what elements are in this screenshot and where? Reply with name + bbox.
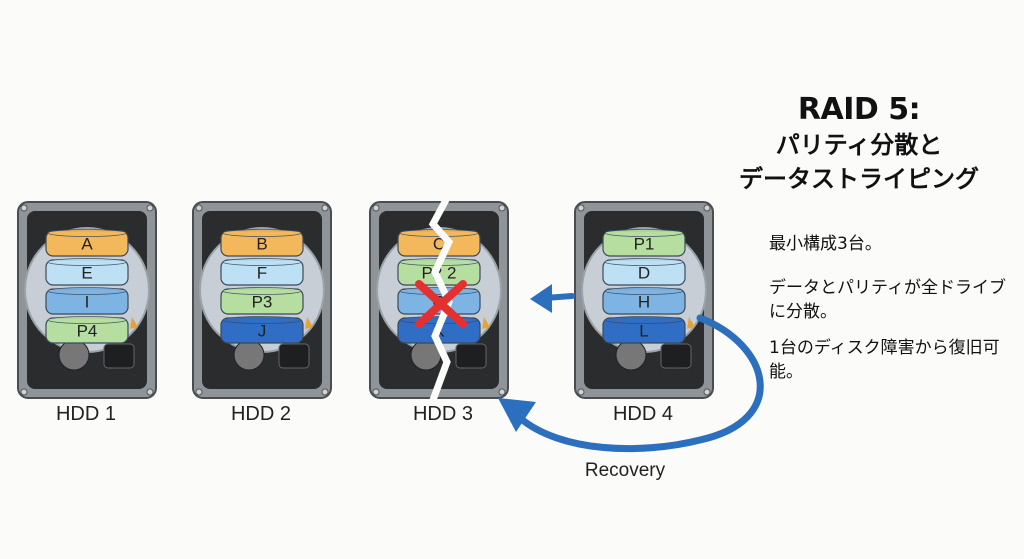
block-label: D <box>638 264 650 283</box>
head-indicator <box>305 317 313 329</box>
title-line-3: データストライピング <box>739 165 979 193</box>
block: J <box>220 316 304 344</box>
note-distribution: データとパリティが全ドライブに分散。 <box>769 278 1006 322</box>
spindle <box>233 339 265 371</box>
hdd-2: BF P3J <box>192 201 332 399</box>
block-top <box>47 316 127 324</box>
hdd-1-label: HDD 1 <box>55 403 116 425</box>
hdd-3-label: HDD 3 <box>412 403 473 425</box>
block-label: E <box>81 264 92 283</box>
hdd-4-label: HDD 4 <box>612 403 673 425</box>
block: E <box>45 258 129 286</box>
screw <box>321 388 329 396</box>
block-label: I <box>85 293 90 312</box>
head-indicator <box>482 317 490 329</box>
block-top <box>47 287 127 295</box>
block: F <box>220 258 304 286</box>
screw <box>577 204 585 212</box>
screw <box>372 388 380 396</box>
block-label: P4 <box>77 322 98 341</box>
failure-x-stroke <box>415 280 467 328</box>
notes: 最小構成3台。 データとパリティが全ドライブに分散。 1台のディスク障害から復旧… <box>769 232 1019 404</box>
title-main: RAID 5: <box>797 92 921 127</box>
screw <box>146 388 154 396</box>
block-label: P1 <box>634 235 655 254</box>
block-top <box>604 258 684 266</box>
title-block: RAID 5: パリティ分散と データストライピング <box>700 92 1018 196</box>
hdd-2-label: HDD 2 <box>230 403 291 425</box>
recovery-arrowhead <box>498 398 536 432</box>
screw <box>703 204 711 212</box>
actuator <box>103 343 135 369</box>
screw <box>146 204 154 212</box>
spindle <box>615 339 647 371</box>
screw <box>321 204 329 212</box>
block-label: P3 <box>252 293 273 312</box>
block: P3 <box>220 287 304 315</box>
screw <box>195 388 203 396</box>
block: P4 <box>45 316 129 344</box>
crack <box>428 196 454 402</box>
actuator <box>278 343 310 369</box>
spindle <box>58 339 90 371</box>
block-label: F <box>257 264 267 283</box>
block-label: A <box>81 235 93 254</box>
block-top <box>222 287 302 295</box>
screw <box>703 388 711 396</box>
note-recovery: 1台のディスク障害から復旧可能。 <box>769 338 1000 382</box>
block-label: L <box>639 322 648 341</box>
head-indicator <box>687 317 695 329</box>
hdd-3: CP2 2GK <box>369 196 509 402</box>
parity-flow-arrowhead <box>530 284 552 313</box>
block: P1 <box>602 229 686 257</box>
block: A <box>45 229 129 257</box>
block: L <box>602 316 686 344</box>
head-indicator <box>130 317 138 329</box>
block-label: J <box>258 322 267 341</box>
block-top <box>47 258 127 266</box>
screw <box>577 388 585 396</box>
title-line-2: パリティ分散と <box>775 131 943 159</box>
block-top <box>604 287 684 295</box>
block-top <box>222 258 302 266</box>
block: D <box>602 258 686 286</box>
screw <box>195 204 203 212</box>
screw <box>498 204 506 212</box>
block: B <box>220 229 304 257</box>
block-top <box>47 229 127 237</box>
screw <box>372 204 380 212</box>
recovery-label: Recovery <box>584 460 666 481</box>
screw <box>20 204 28 212</box>
block-label: B <box>256 235 267 254</box>
block-top <box>222 316 302 324</box>
actuator <box>660 343 692 369</box>
block-top <box>604 229 684 237</box>
screw <box>20 388 28 396</box>
screw <box>498 388 506 396</box>
block-top <box>222 229 302 237</box>
block: H <box>602 287 686 315</box>
note-min-config: 最小構成3台。 <box>769 234 882 254</box>
hdd-1: AEI P4 <box>17 201 157 399</box>
block: I <box>45 287 129 315</box>
block-label: H <box>638 293 650 312</box>
block-top <box>604 316 684 324</box>
recovery-arrow <box>516 314 764 453</box>
actuator <box>455 343 487 369</box>
